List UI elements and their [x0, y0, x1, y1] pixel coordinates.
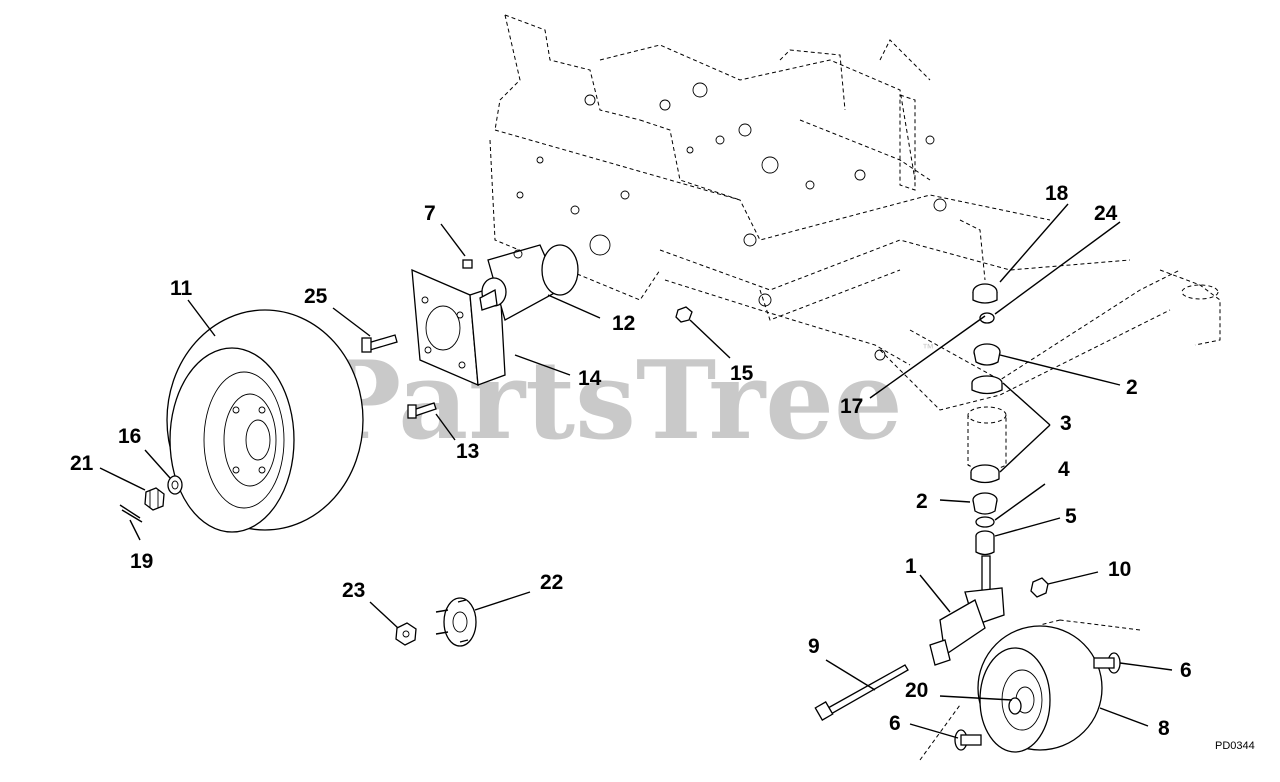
cotter-pin-19: [119, 504, 143, 523]
race-3-lower: [970, 464, 1000, 484]
callout-20: 20: [905, 679, 928, 702]
spacer-6-left: [954, 729, 982, 751]
nut-15: [675, 306, 693, 323]
chassis-frame: [489, 14, 1221, 411]
race-3-upper: [971, 375, 1003, 395]
callout-25: 25: [304, 285, 328, 308]
bolt-25: [361, 334, 398, 353]
axle-bolt-9: [814, 664, 909, 721]
callout-16: 16: [118, 425, 141, 448]
hub-22: [435, 597, 477, 647]
callout-11: 11: [170, 277, 193, 300]
diagram-reference-code: PD0344: [1215, 740, 1255, 752]
bearing-2-upper: [973, 343, 1001, 366]
callouts: 1 2 2 3 4 5 6 6 7 8 9 10 11 12 13 14 15 …: [70, 182, 1192, 740]
callout-18: 18: [1045, 182, 1069, 205]
castle-nut-21: [144, 487, 165, 511]
bolt-13: [407, 402, 437, 419]
callout-5: 5: [1065, 505, 1077, 528]
callout-19: 19: [130, 550, 153, 573]
callout-24: 24: [1094, 202, 1118, 225]
callout-10: 10: [1108, 558, 1131, 581]
watermark: PartsTree ™: [320, 338, 934, 464]
lug-nut-23: [395, 622, 417, 646]
bearing-2-lower: [972, 492, 998, 515]
callout-21: 21: [70, 452, 94, 475]
callout-9: 9: [808, 635, 820, 658]
alignment-lines: [919, 619, 1141, 761]
rear-tire: [166, 309, 364, 533]
callout-23: 23: [342, 579, 365, 602]
caster-fork: [929, 555, 1005, 666]
dust-cap-18: [972, 283, 998, 304]
bushing-20: [1008, 697, 1022, 715]
caster-pivot-tube: [967, 406, 1007, 471]
callout-17: 17: [840, 395, 863, 418]
caster-wheel-8: [977, 625, 1103, 753]
callout-4: 4: [1058, 458, 1070, 481]
callout-2-lower: 2: [916, 490, 928, 513]
callout-2-upper: 2: [1126, 376, 1138, 399]
callout-6-left: 6: [889, 712, 901, 735]
wheel-motor-assembly: [411, 244, 579, 387]
nut-10: [1030, 577, 1049, 598]
callout-7: 7: [424, 202, 436, 225]
callout-15: 15: [730, 362, 754, 385]
callout-13: 13: [456, 440, 479, 463]
watermark-text: PartsTree: [320, 338, 903, 464]
callout-22: 22: [540, 571, 563, 594]
washer-24: [979, 312, 995, 324]
spacer-5: [975, 530, 995, 556]
callout-14: 14: [578, 367, 602, 390]
leader-lines: [99, 203, 1173, 739]
callout-1: 1: [905, 555, 917, 578]
callout-3: 3: [1060, 412, 1072, 435]
callout-12: 12: [612, 312, 635, 335]
washer-4: [975, 516, 995, 528]
watermark-trademark: ™: [922, 341, 934, 355]
washer-16: [167, 475, 183, 495]
callout-8: 8: [1158, 717, 1170, 740]
key: [462, 259, 473, 269]
callout-6-right: 6: [1180, 659, 1192, 682]
